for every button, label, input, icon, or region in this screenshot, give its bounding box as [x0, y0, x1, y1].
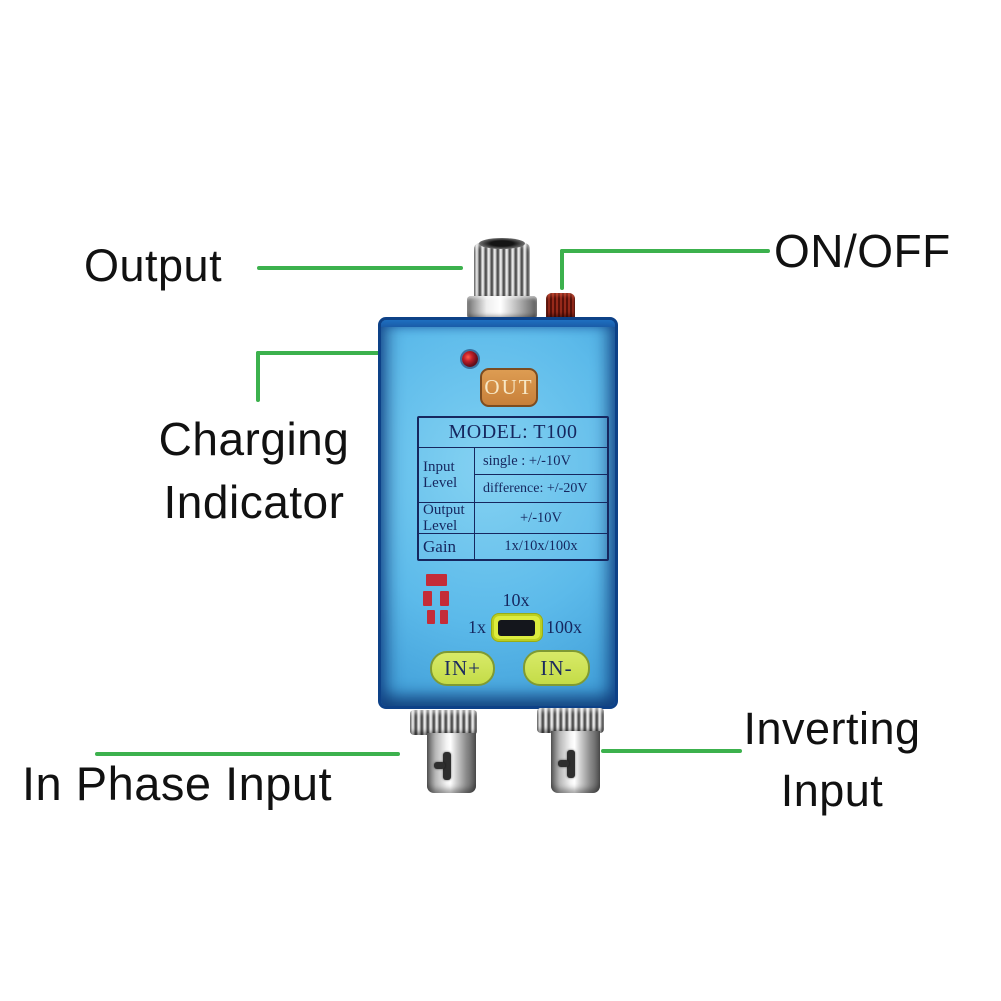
- red-mark-bottom-left: [427, 610, 435, 624]
- bnc-knurl-sleeve: [474, 243, 530, 301]
- body-top-edge: [381, 320, 615, 327]
- bnc-knurl-sleeve: [537, 708, 604, 733]
- on-off-label: ON/OFF: [774, 225, 951, 277]
- gain-slide-switch: [492, 614, 542, 641]
- spec-table: MODEL: T100 Input Level single : +/-10V …: [417, 416, 609, 561]
- charging-callout-line-vertical: [256, 351, 260, 402]
- charging-indicator-label: Charging Indicator: [148, 408, 360, 534]
- spec-table-header: MODEL: T100: [448, 421, 578, 443]
- onoff-callout-line-vertical: [560, 249, 564, 290]
- red-mark-mid-left: [423, 591, 432, 606]
- gain-10x-label: 10x: [502, 590, 530, 610]
- inverting-input-label: Inverting Input: [728, 698, 936, 822]
- output-label: Output: [84, 240, 223, 291]
- red-mark-bottom-right: [440, 610, 448, 624]
- bnc-bayonet-slot: [443, 752, 451, 780]
- spec-input-single-value: single : +/-10V: [475, 447, 607, 474]
- bnc-knurl-sleeve: [410, 710, 477, 735]
- in-phase-input-label: In Phase Input: [22, 757, 333, 810]
- red-mark-bar: [426, 574, 447, 586]
- spec-gain-value: 1x/10x/100x: [475, 533, 607, 559]
- onoff-callout-line-horizontal: [560, 249, 770, 253]
- spec-input-level-label: Input Level: [419, 447, 475, 502]
- charging-callout-line-horizontal: [256, 351, 446, 355]
- inverting-input-label-line2: Input: [780, 765, 884, 816]
- bnc-bayonet-notch: [434, 762, 445, 769]
- red-mark-mid-right: [440, 591, 449, 606]
- charging-led-icon: [462, 351, 478, 367]
- spec-gain-label: Gain: [419, 533, 475, 559]
- in-phase-callout-line: [95, 752, 400, 756]
- bnc-top-cap: [479, 238, 525, 249]
- power-button: [546, 293, 575, 319]
- charging-indicator-label-line2: Indicator: [163, 476, 345, 528]
- bnc-base-flange: [467, 296, 537, 319]
- gain-switch-knob: [498, 620, 535, 636]
- spec-output-level-label: Output Level: [419, 502, 475, 533]
- spec-output-value: +/-10V: [475, 502, 607, 533]
- spec-input-difference-value: difference: +/-20V: [475, 474, 607, 502]
- out-port-badge: OUT: [480, 368, 538, 407]
- output-callout-line: [257, 266, 463, 270]
- bnc-bayonet-slot: [567, 750, 575, 778]
- inverting-callout-line: [601, 749, 742, 753]
- in-plus-badge: IN+: [430, 651, 495, 686]
- bnc-bayonet-notch: [558, 760, 569, 767]
- in-minus-badge: IN-: [523, 650, 590, 686]
- spec-table-grid: Input Level single : +/-10V difference: …: [419, 447, 607, 559]
- device-body: OUT MODEL: T100 Input Level single : +/-…: [378, 317, 618, 709]
- charging-indicator-label-line1: Charging: [158, 413, 350, 465]
- gain-100x-label: 100x: [546, 617, 582, 637]
- gain-1x-label: 1x: [468, 617, 486, 637]
- inverting-input-label-line1: Inverting: [743, 703, 921, 754]
